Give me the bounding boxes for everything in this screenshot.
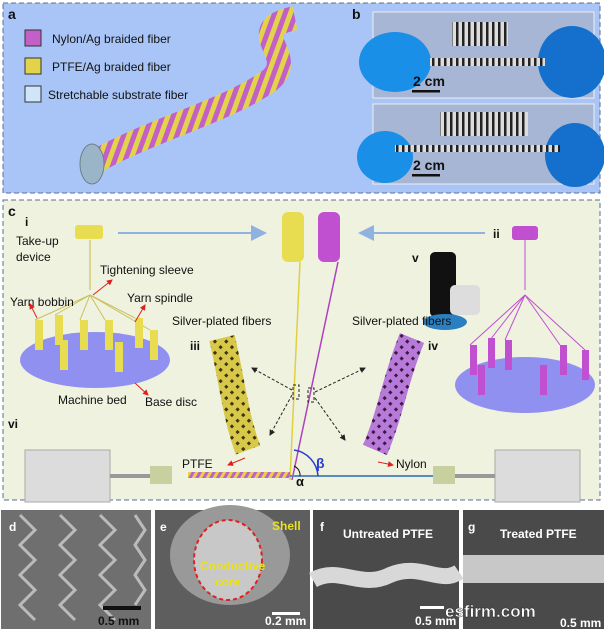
legend: Nylon/Ag braided fiber PTFE/Ag braided f… [24,29,188,103]
panel-e-label: e [160,520,167,534]
take-up-spool-purple [512,226,538,240]
nylon-spool [318,212,340,262]
right-motor [494,449,581,503]
take-up-label-1: Take-up [16,234,59,248]
ptfe-spool [282,212,304,262]
base-disc-label: Base disc [145,395,197,409]
right-clamp [433,466,455,484]
silver-plated-label-left: Silver-plated fibers [172,314,271,328]
panel-e-sem [155,505,310,629]
watermark: esfirm.com [445,602,536,621]
panel-d-scale: 0.5 mm [98,614,139,628]
legend-label-ptfe: PTFE/Ag braided fiber [52,60,171,74]
nylon-braid-closeup [362,333,425,456]
photo-unstretched: 2 cm [359,11,604,99]
braiding-machine-nylon [455,240,595,413]
sub-ii-label: ii [493,227,500,241]
sub-iii-label: iii [190,339,200,353]
legend-swatch-nylon [24,29,42,47]
conductive-core-label-1: Conductive [200,559,266,573]
sub-i-label: i [25,215,28,229]
panel-g-label: g [468,520,475,534]
panel-f-label: f [320,520,325,534]
fiber-cross-section [79,143,105,185]
panel-f-sem [309,510,464,629]
sub-vi-label: vi [8,417,18,431]
legend-swatch-substrate [24,85,42,103]
shell-label: Shell [272,519,301,533]
nylon-label: Nylon [396,457,427,471]
yarn-bobbin-label: Yarn bobbin [10,295,74,309]
machine-bed-label: Machine bed [58,393,127,407]
conductive-core-label-2: core [215,575,241,589]
nylon-yarn [291,261,339,481]
legend-label-substrate: Stretchable substrate fiber [48,88,188,102]
yarn-spindle-label: Yarn spindle [127,291,193,305]
panel-a-label: a [8,6,16,22]
beta-label: β [316,455,325,471]
braided-fiber-illustration [88,6,299,173]
scale-bar-label-top: 2 cm [413,73,445,89]
thread-spools-photo [423,252,480,330]
braiding-machine-ptfe [20,240,170,388]
silver-plated-label-right: Silver-plated fibers [352,314,451,328]
tightening-sleeve-label: Tightening sleeve [100,263,194,277]
panel-g-sem [463,510,604,629]
panel-f-title: Untreated PTFE [343,527,433,541]
take-up-label-2: device [16,250,51,264]
legend-swatch-ptfe [24,57,42,75]
panel-f-scale: 0.5 mm [415,614,456,628]
ptfe-yarn [289,261,301,481]
panel-e-scale: 0.2 mm [265,614,306,628]
ptfe-label: PTFE [182,457,213,471]
panel-g-scale: 0.5 mm [560,616,601,629]
panel-d-sem [1,510,151,629]
alpha-label: α [296,474,304,489]
ptfe-braid-closeup [209,334,261,455]
take-up-spool-yellow [75,225,103,239]
legend-label-nylon: Nylon/Ag braided fiber [52,32,171,46]
left-motor [24,449,111,503]
panel-b-label: b [352,6,361,22]
left-clamp [150,466,172,484]
braided-fiber-on-line [188,472,290,478]
panel-g-title: Treated PTFE [500,527,577,541]
panel-d-label: d [9,520,16,534]
photo-stretched: 2 cm [357,103,604,187]
panel-c-label: c [8,203,16,219]
sub-v-label: v [412,251,419,265]
scale-bar-label-bottom: 2 cm [413,157,445,173]
sub-iv-label: iv [428,339,438,353]
